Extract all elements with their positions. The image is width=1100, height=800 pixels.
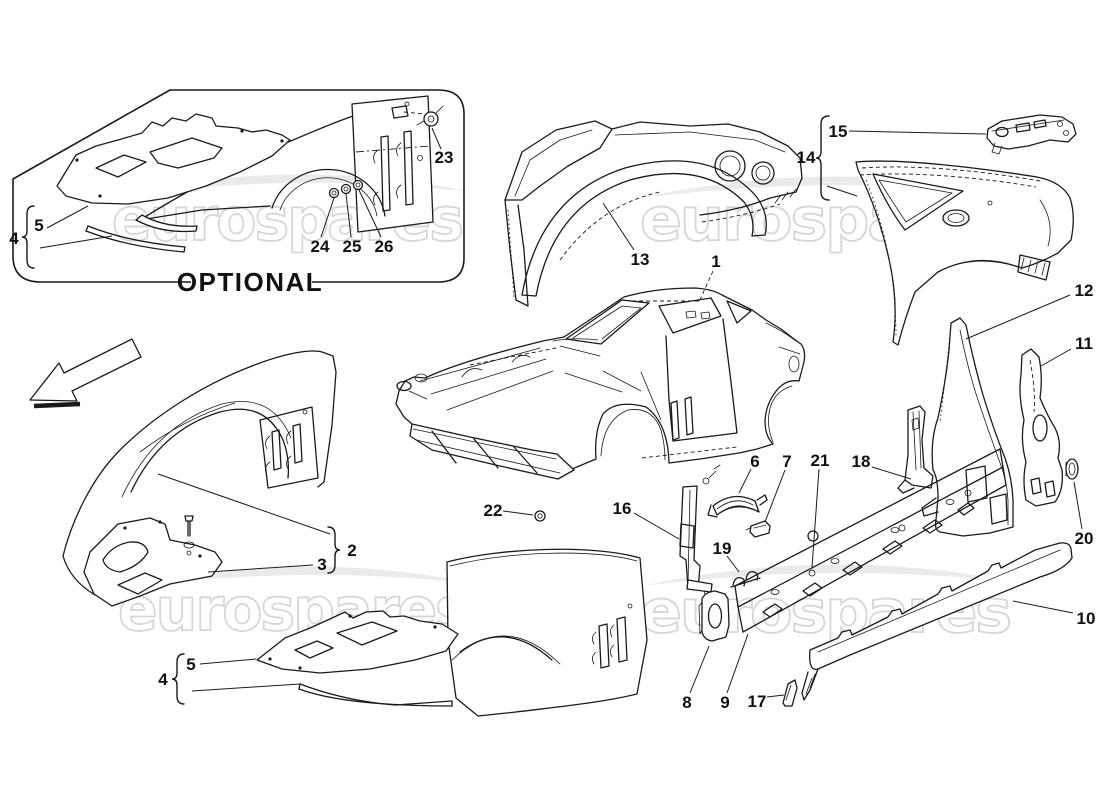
callout-10: 10	[1077, 609, 1096, 628]
clamp-bracket-6	[707, 494, 768, 518]
rear-quarter-panel	[855, 160, 1074, 346]
callout-21: 21	[811, 451, 830, 470]
sill-end-cap	[698, 585, 730, 642]
callout-12: 12	[1075, 281, 1094, 300]
callout-9: 9	[720, 693, 729, 712]
pillar-reinforcement	[679, 464, 721, 593]
fender-vent-panel	[351, 95, 434, 233]
clip-bracket-7	[745, 520, 771, 538]
leader-lines	[39, 127, 1083, 698]
bottom-splash-shield	[256, 610, 459, 674]
pillar-bracket	[897, 405, 934, 494]
leader-1	[698, 270, 714, 303]
callout-17: 17	[748, 692, 767, 711]
bottom-fender	[446, 548, 648, 717]
callout-6: 6	[750, 452, 759, 471]
callout-22: 22	[484, 501, 503, 520]
rear-wheelhouse-panel	[504, 120, 803, 307]
callout-26: 26	[375, 237, 394, 256]
inner-sill-rail	[734, 448, 1007, 633]
optional-section-border: OPTIONAL	[12, 89, 465, 297]
callout-19: 19	[713, 539, 732, 558]
grommet-20	[1065, 458, 1079, 480]
callout-15: 15	[829, 122, 848, 141]
outer-sill-trim	[801, 542, 1073, 701]
callout-labels: 1 2 3 4 5 4 5 6 7 8 9 10 11 12 13 14 15 …	[9, 122, 1095, 712]
callout-1: 1	[711, 252, 720, 271]
callout-8: 8	[682, 693, 691, 712]
callout-4: 4	[9, 229, 19, 248]
body-shell	[395, 287, 806, 480]
callout-3: 3	[317, 555, 326, 574]
inner-pillar-panel	[1019, 348, 1063, 507]
brace-group-4-top	[21, 205, 35, 269]
arrow-icon	[29, 338, 142, 402]
brace-group-4-bottom	[171, 653, 185, 705]
callout-25: 25	[343, 237, 362, 256]
front-fender	[62, 350, 337, 596]
bottom-fender-assembly	[256, 548, 648, 717]
direction-arrow	[29, 338, 142, 409]
callout-14: 14	[797, 148, 816, 167]
callout-18: 18	[852, 452, 871, 471]
brace-group-14	[815, 115, 830, 201]
splash-shield	[56, 113, 291, 205]
callout-16: 16	[613, 499, 632, 518]
callout-5: 5	[34, 216, 43, 235]
callout-5b: 5	[186, 655, 195, 674]
callout-23: 23	[435, 148, 454, 167]
underbody-plate	[83, 515, 223, 607]
callout-7: 7	[782, 452, 791, 471]
rear-quarter-panel-group	[855, 114, 1077, 346]
callout-4b: 4	[158, 670, 168, 689]
callout-13: 13	[631, 250, 650, 269]
end-wedge	[782, 679, 798, 707]
grommet-22	[534, 510, 546, 522]
brace-group-2	[327, 526, 341, 574]
retainer-clips	[730, 571, 761, 588]
optional-fender-assembly	[56, 95, 444, 253]
callout-24: 24	[311, 237, 330, 256]
callout-20: 20	[1075, 529, 1094, 548]
callout-11: 11	[1075, 334, 1093, 353]
optional-label: OPTIONAL	[177, 267, 323, 297]
callout-2: 2	[347, 541, 356, 560]
dome-plug	[807, 530, 819, 542]
